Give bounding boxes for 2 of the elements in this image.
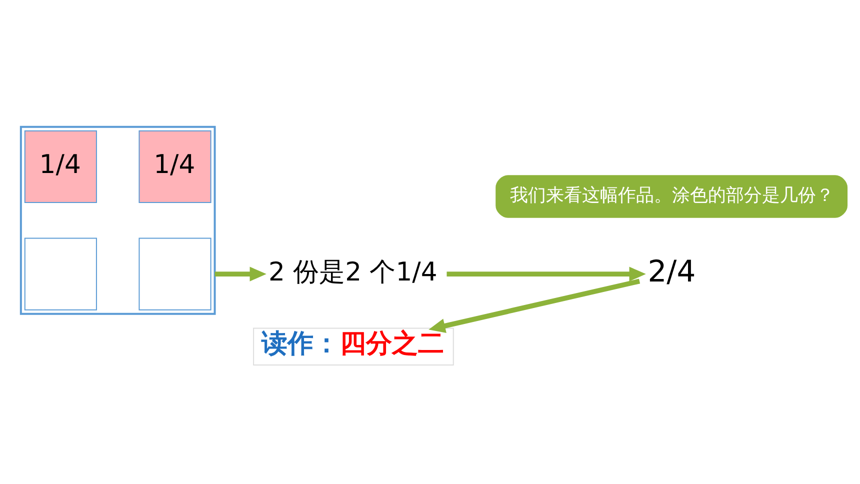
node-text: 2/4	[648, 254, 696, 290]
node-text: 2 份是2 个1/4	[268, 257, 438, 288]
